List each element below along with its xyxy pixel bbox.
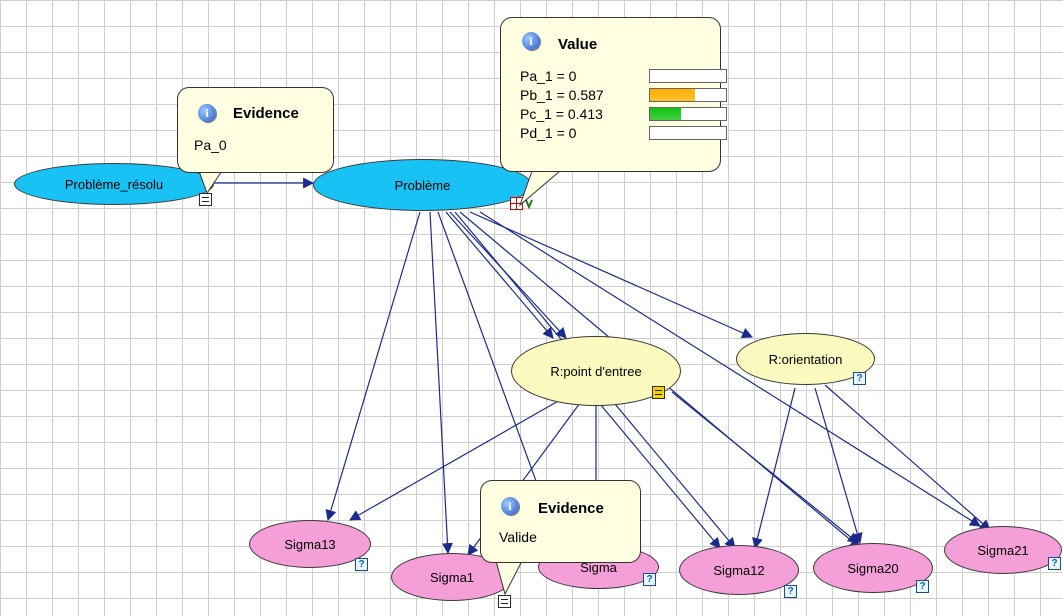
info-icon: i	[522, 32, 540, 50]
evidence-tooltip: i Evidence Pa_0	[177, 87, 334, 173]
node-sigma13[interactable]: Sigma13	[249, 520, 371, 568]
value-label: Pa_1 = 0	[520, 68, 577, 84]
unknown-icon[interactable]: ?	[916, 580, 929, 593]
tooltip-title: Value	[558, 36, 598, 53]
node-label: R:orientation	[768, 351, 843, 367]
value-label: Pb_1 = 0.587	[520, 87, 604, 103]
edge	[824, 384, 991, 531]
node-label: Sigma1	[429, 569, 475, 585]
unknown-icon[interactable]: ?	[1048, 557, 1061, 570]
edge	[671, 391, 859, 544]
probability-fill	[650, 89, 695, 101]
monitor-value-icon[interactable]	[510, 197, 536, 210]
node-point-entree[interactable]: R:point d'entree	[511, 336, 681, 406]
node-label: R:point d'entree	[550, 363, 642, 379]
node-label: Problème	[394, 177, 451, 193]
edge	[469, 211, 754, 339]
tooltip-title: Evidence	[538, 500, 604, 517]
unknown-icon[interactable]: ?	[784, 585, 797, 598]
edge	[349, 399, 561, 521]
unknown-icon[interactable]: ?	[853, 372, 866, 385]
node-label: Sigma13	[284, 536, 336, 552]
probability-bar	[649, 88, 727, 102]
edge	[479, 211, 981, 527]
edge	[325, 211, 421, 522]
node-label: Problème_résolu	[64, 176, 164, 192]
node-sigma21[interactable]: Sigma21	[944, 526, 1062, 574]
edge	[445, 211, 554, 339]
edge	[599, 403, 721, 549]
node-sigma12[interactable]: Sigma12	[679, 545, 799, 595]
node-probleme[interactable]: Problème	[313, 159, 532, 211]
unknown-icon[interactable]: ?	[355, 558, 368, 571]
edge	[814, 387, 863, 545]
edge	[752, 387, 796, 550]
unknown-icon[interactable]: ?	[643, 573, 656, 586]
value-label: Pc_1 = 0.413	[520, 106, 603, 122]
node-label: Sigma12	[713, 562, 765, 578]
probability-bar	[649, 126, 727, 140]
value-label: Pd_1 = 0	[520, 125, 577, 141]
probability-fill	[650, 108, 682, 120]
edge	[429, 211, 453, 555]
tooltip-text: Pa_0	[194, 137, 227, 153]
node-label: Sigma	[580, 559, 617, 575]
node-label: Sigma20	[847, 560, 899, 576]
probability-bar	[649, 69, 727, 83]
node-label: Sigma21	[977, 542, 1029, 558]
node-sigma20[interactable]: Sigma20	[813, 543, 933, 593]
evidence-icon[interactable]	[199, 193, 212, 206]
probability-bar	[649, 107, 727, 121]
info-icon: i	[198, 104, 216, 122]
tooltip-title: Evidence	[233, 105, 299, 122]
node-orientation[interactable]: R:orientation	[736, 333, 875, 385]
evidence-icon[interactable]	[652, 386, 665, 399]
evidence-tooltip: i Evidence Valide	[480, 480, 641, 563]
tooltip-text: Valide	[499, 529, 537, 545]
value-tooltip: i Value Pa_1 = 0 Pb_1 = 0.587 Pc_1 = 0.4…	[500, 17, 727, 172]
info-icon: i	[501, 497, 519, 515]
evidence-icon[interactable]	[498, 595, 511, 608]
